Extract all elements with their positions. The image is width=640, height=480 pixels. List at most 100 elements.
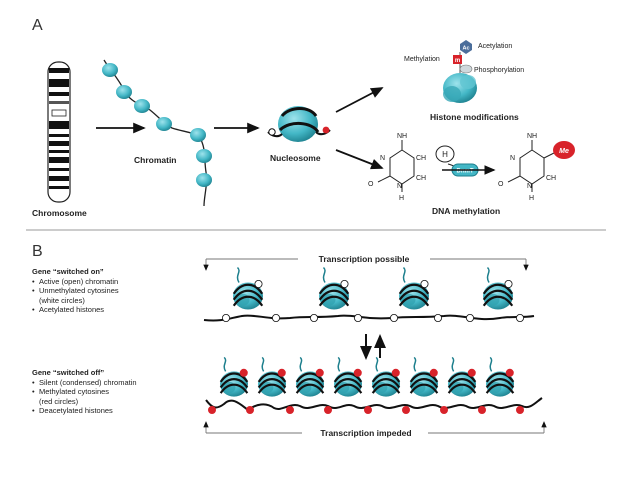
acetyl-badge-text: Ac [462, 46, 469, 52]
panel-a-label: A [32, 17, 43, 34]
gene-on-legend: Gene “switched on” Active (open) chromat… [32, 267, 192, 315]
unmethylated-cytosine [353, 313, 362, 322]
histone-modifications-title: Histone modifications [430, 112, 519, 122]
gene-off-item: (red circles) [39, 396, 79, 406]
unmethylated-cytosine [254, 279, 263, 288]
methylated-cytosine [353, 368, 362, 377]
nucleosome [398, 266, 430, 310]
chromatin-nucleosome [196, 149, 212, 163]
chromatin-nucleosome [102, 63, 118, 77]
me-o-label: O [498, 181, 504, 188]
methylated-cytosine [363, 405, 372, 414]
nucleosome-label: Nucleosome [270, 153, 321, 163]
methylated-cytosine [401, 405, 410, 414]
n-bottom-label: N [397, 183, 402, 190]
nucleosome [318, 266, 350, 310]
ch-top-label: CH [416, 155, 426, 162]
methylated-cytosine [323, 405, 332, 414]
chromatin-label: Chromatin [134, 155, 177, 165]
h-badge [435, 145, 455, 163]
gene-on-item: Unmethylated cytosines [32, 286, 192, 296]
transcription-impeded-bracket [203, 421, 547, 434]
chromatin-nucleosome [156, 117, 172, 131]
chromatin-nucleosome [134, 99, 150, 113]
methylated-cytosine [285, 405, 294, 414]
ch-right-label: CH [416, 175, 426, 182]
n-top-label: N [380, 155, 385, 162]
me-nh2-label: NH [527, 133, 537, 140]
acetyl-badge [460, 40, 472, 54]
unmethylated-cytosine [340, 279, 349, 288]
nucleosome [482, 266, 514, 310]
transcription-possible-label: Transcription possible [319, 254, 410, 264]
gene-on-item: Active (open) chromatin [32, 277, 192, 287]
h-badge-text: H [442, 150, 448, 159]
methyl-badge [453, 55, 462, 64]
gene-on-item: Acetylated histones [32, 305, 192, 315]
dna-methylation-title: DNA methylation [432, 206, 500, 216]
histone-modifications: Ac m [443, 40, 477, 103]
arrow-to-histone-mods [335, 87, 384, 113]
me-n-top-label: N [510, 155, 515, 162]
unmethylated-cytosine [516, 313, 525, 322]
chromosome-label: Chromosome [32, 208, 87, 218]
methylated-cytosine [467, 368, 476, 377]
phosphorylation-label: Phosphorylation [474, 67, 524, 74]
nucleosome [232, 266, 264, 310]
methylated-cytosine [277, 368, 286, 377]
gene-off-heading: Gene “switched off” [32, 368, 105, 377]
nucleosome [219, 356, 249, 397]
phospho-badge [459, 64, 473, 74]
unmethylated-cytosine [504, 279, 513, 288]
methyl-badge-text: m [455, 58, 460, 64]
gene-on-heading: Gene “switched on” [32, 267, 104, 276]
methylated-cytosine [505, 368, 514, 377]
methylated-cytosine [245, 405, 254, 414]
condensed-chromatin [205, 356, 543, 414]
chromosome-icon [47, 61, 71, 203]
panel-b-label: B [32, 243, 43, 260]
nucleosome [485, 356, 515, 397]
gene-off-item: Methylated cytosines [32, 387, 192, 397]
open-chromatin [203, 266, 535, 322]
nucleosome-icon [267, 106, 331, 142]
gene-on-item: (white circles) [39, 295, 85, 305]
dnmt-label: DnmT [457, 169, 474, 175]
chromatin-nucleosome [116, 85, 132, 99]
unmethylated-cytosine [389, 313, 398, 322]
nucleosome [371, 356, 401, 397]
gene-off-item: Silent (condensed) chromatin [32, 378, 192, 388]
nucleosome [295, 356, 325, 397]
gene-off-legend: Gene “switched off” Silent (condensed) c… [32, 368, 192, 416]
me-ch-right-label: CH [546, 175, 556, 182]
me-badge-text: Me [559, 148, 569, 155]
chromatin-nucleosome [190, 128, 206, 142]
unmethylated-cytosine [433, 313, 442, 322]
nucleosome [333, 356, 363, 397]
nh2-label: NH [397, 133, 407, 140]
gene-off-item: Deacetylated histones [32, 406, 192, 416]
methylated-cytosine [477, 405, 486, 414]
unmethylated-cytosine [309, 313, 318, 322]
methylated-cytosine [429, 368, 438, 377]
unmethylated-cytosine [271, 313, 280, 322]
acetylation-label: Acetylation [478, 43, 512, 50]
chromatin-fiber [102, 59, 212, 207]
methylated-cytosine [315, 368, 324, 377]
methylated-cytosine [207, 405, 216, 414]
methylation-label: Methylation [404, 56, 440, 63]
nucleosome [447, 356, 477, 397]
transcription-possible-bracket [203, 258, 529, 271]
me-badge [553, 141, 575, 159]
nucleosome [409, 356, 439, 397]
chromatin-nucleosome [196, 173, 212, 187]
arrow-to-dna-methylation [335, 149, 384, 170]
methylated-cytosine [516, 405, 525, 414]
methylated-cytosine [391, 368, 400, 377]
unmethylated-cytosine [465, 313, 474, 322]
me-n-bottom-label: N [527, 183, 532, 190]
h-bottom-label: H [399, 195, 404, 202]
unmethylated-cytosine [420, 279, 429, 288]
